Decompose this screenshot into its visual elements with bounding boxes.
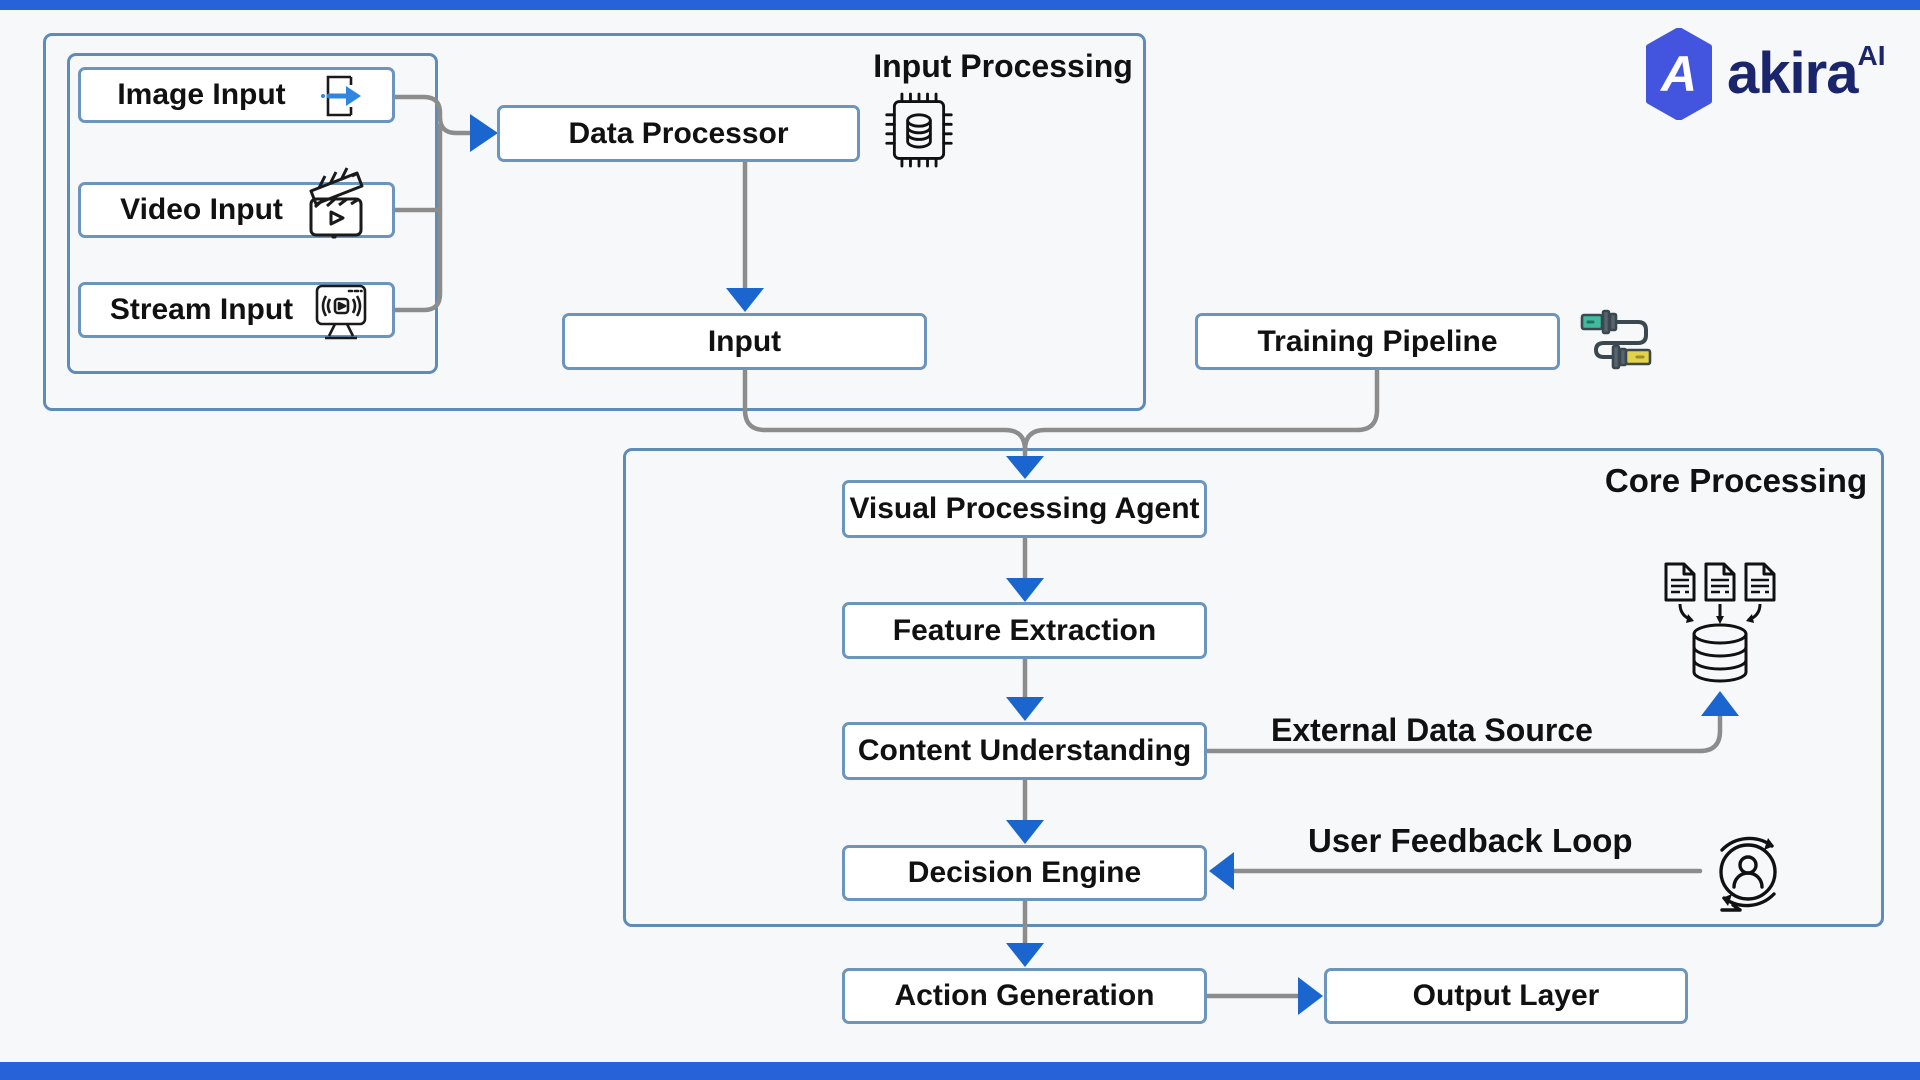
node-action-generation: Action Generation [842, 968, 1207, 1024]
user-feedback-loop-label: User Feedback Loop [1308, 822, 1633, 859]
node-training-pipeline-label: Training Pipeline [1257, 324, 1498, 358]
node-stream-input-label: Stream Input [109, 293, 294, 326]
node-data-processor: Data Processor [497, 105, 860, 162]
brand-name: akiraAI [1727, 42, 1885, 103]
input-processing-group [43, 33, 1146, 411]
node-content-understanding: Content Understanding [842, 722, 1207, 780]
arrowhead-into-ag [1006, 943, 1044, 967]
node-training-pipeline: Training Pipeline [1195, 313, 1560, 370]
node-input: Input [562, 313, 927, 370]
arrowhead-into-output [1298, 977, 1323, 1015]
svg-text:A: A [1659, 46, 1697, 102]
input-processing-label: Input Processing [873, 48, 1133, 84]
node-feature-extraction: Feature Extraction [842, 602, 1207, 659]
core-processing-group [623, 448, 1884, 927]
brand-logo: A akiraAI [1645, 28, 1885, 120]
node-image-input-label: Image Input [117, 78, 286, 111]
node-video-input-label: Video Input [120, 193, 283, 226]
node-image-input: Image Input [78, 67, 395, 123]
node-decision-engine-label: Decision Engine [907, 856, 1142, 889]
node-action-generation-label: Action Generation [894, 979, 1155, 1012]
brand-word: akira [1727, 41, 1858, 106]
node-output-layer-label: Output Layer [1412, 979, 1600, 1012]
node-content-understanding-label: Content Understanding [857, 734, 1192, 767]
core-processing-label: Core Processing [1604, 462, 1868, 499]
node-feature-extraction-label: Feature Extraction [892, 613, 1157, 647]
node-input-label: Input [707, 324, 782, 358]
node-data-processor-label: Data Processor [568, 116, 789, 150]
node-stream-input: Stream Input [78, 282, 395, 338]
hexagon-a-logo: A [1646, 28, 1712, 120]
brand-superscript: AI [1857, 40, 1886, 71]
node-video-input: Video Input [78, 182, 395, 238]
node-decision-engine: Decision Engine [842, 845, 1207, 901]
node-visual-processing-agent: Visual Processing Agent [842, 480, 1207, 538]
external-data-source-label: External Data Source [1271, 712, 1593, 748]
node-visual-processing-agent-label: Visual Processing Agent [849, 492, 1200, 525]
bottom-accent-bar [0, 1062, 1920, 1080]
node-output-layer: Output Layer [1324, 968, 1688, 1024]
top-accent-bar [0, 0, 1920, 10]
pipeline-connector-icon [1580, 309, 1652, 370]
